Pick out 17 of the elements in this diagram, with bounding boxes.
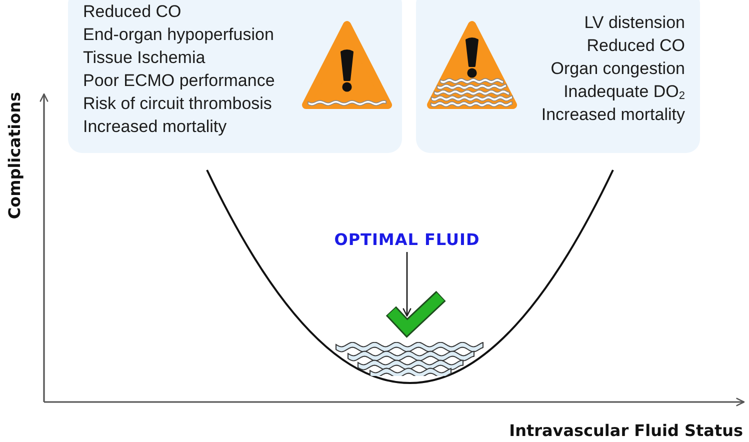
complication-item: Inadequate DO$_{2}$ — [564, 80, 685, 102]
complication-item: End-organ hypoperfusion — [83, 24, 274, 46]
complication-item: Reduced CO — [83, 1, 182, 23]
annotation-text: OPTIMAL FLUID — [334, 229, 480, 251]
complications-panel — [68, 0, 402, 153]
axis-label: Complications — [5, 92, 25, 220]
complication-item: LV distension — [584, 12, 685, 34]
complication-item: Increased mortality — [541, 104, 685, 126]
arrow — [402, 252, 412, 317]
complications-panel — [416, 0, 700, 153]
complication-item: Reduced CO — [586, 34, 685, 56]
complication-item: Increased mortality — [83, 116, 227, 138]
complication-item: Risk of circuit thrombosis — [83, 93, 272, 115]
complication-item: Poor ECMO performance — [83, 70, 275, 92]
complication-item: Organ congestion — [550, 58, 685, 80]
complication-item: Tissue Ischemia — [83, 47, 206, 69]
axis-label: Intravascular Fluid Status — [509, 421, 743, 441]
